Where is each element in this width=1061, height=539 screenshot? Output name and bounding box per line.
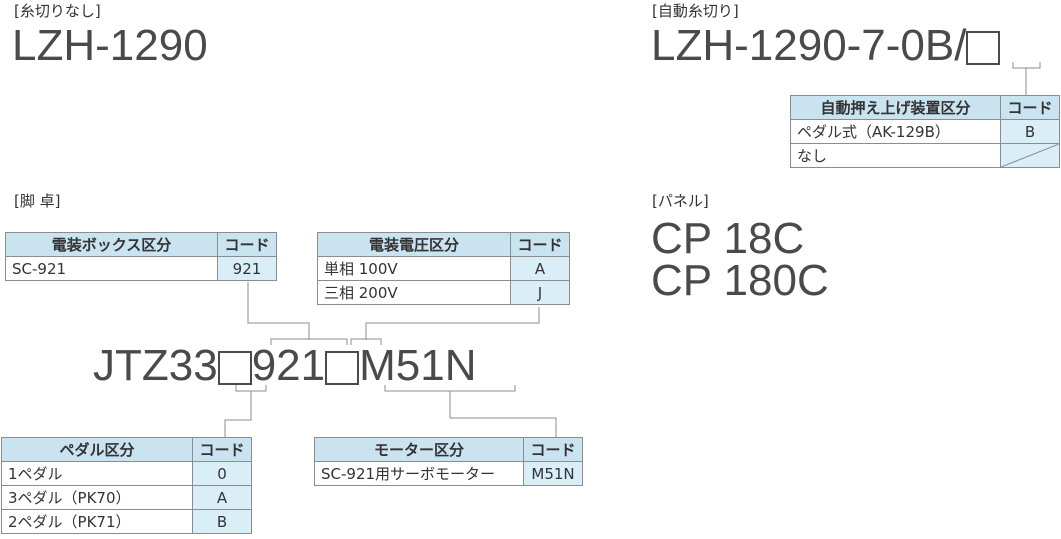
connector-electrical-box	[247, 282, 310, 340]
table-row: SC-921 921	[5, 256, 277, 281]
section-label-no-trim: [糸切りなし]	[14, 2, 101, 20]
motor-header-name: モーター区分	[314, 437, 524, 462]
auto-lift-row-name: なし	[790, 143, 1001, 168]
auto-lift-row-code: B	[1000, 119, 1060, 144]
section-label-auto-trim: [自動糸切り]	[652, 2, 739, 20]
bracket-voltage	[350, 338, 382, 345]
bracket-auto-lift	[1012, 62, 1041, 69]
motor-row-name: SC-921用サーボモーター	[314, 461, 524, 486]
auto-lift-row-name: ペダル式（AK-129B）	[790, 119, 1001, 144]
voltage-header-code: コード	[510, 232, 570, 257]
auto-lift-header-name: 自動押え上げ装置区分	[790, 95, 1001, 120]
diagonal-slash-icon	[1001, 144, 1059, 167]
table-row: 2ペダル（PK71） B	[1, 509, 252, 534]
electrical-box-table: 電装ボックス区分 コード SC-921 921	[5, 232, 277, 281]
voltage-row-name: 三相 200V	[317, 280, 511, 305]
panel-model-2: CP 180C	[651, 256, 829, 305]
voltage-row-code: A	[510, 256, 570, 281]
table-row: SC-921用サーボモーター M51N	[314, 461, 583, 486]
panel-model-1: CP 18C	[651, 214, 805, 263]
table-row: 1ペダル 0	[1, 461, 252, 486]
pedal-row-code: A	[192, 485, 252, 510]
connector-voltage	[365, 307, 540, 340]
placeholder-box-pedal	[217, 351, 252, 386]
voltage-table: 電装電圧区分 コード 単相 100V A 三相 200V J	[317, 232, 570, 305]
voltage-header-name: 電装電圧区分	[317, 232, 511, 257]
electrical-box-header-name: 電装ボックス区分	[5, 232, 218, 257]
pedal-row-name: 1ペダル	[1, 461, 193, 486]
connector-pedal	[224, 391, 252, 437]
pedal-header-name: ペダル区分	[1, 437, 193, 462]
voltage-row-name: 単相 100V	[317, 256, 511, 281]
bracket-921	[270, 338, 348, 345]
electrical-box-header-code: コード	[217, 232, 277, 257]
model-auto-trim: LZH-1290-7-0B/	[651, 21, 1001, 70]
section-label-table: [脚 卓]	[14, 192, 61, 210]
table-row: なし	[790, 143, 1060, 168]
table-row: 3ペダル（PK70） A	[1, 485, 252, 510]
section-label-panel: [パネル]	[652, 192, 709, 210]
motor-header-code: コード	[523, 437, 583, 462]
auto-lift-table: 自動押え上げ装置区分 コード ペダル式（AK-129B） B なし	[790, 95, 1060, 168]
model-auto-trim-text: LZH-1290-7-0B/	[651, 21, 967, 70]
pedal-row-name: 3ペダル（PK70）	[1, 485, 193, 510]
voltage-row-code: J	[510, 280, 570, 305]
auto-lift-row-code-none	[1000, 143, 1060, 168]
model-part-m51n: M51N	[359, 341, 477, 390]
motor-table: モーター区分 コード SC-921用サーボモーター M51N	[314, 437, 583, 486]
pedal-header-code: コード	[192, 437, 252, 462]
placeholder-box	[966, 31, 1001, 66]
connector-motor	[449, 391, 557, 437]
auto-lift-header-code: コード	[1000, 95, 1060, 120]
pedal-row-name: 2ペダル（PK71）	[1, 509, 193, 534]
electrical-box-row-code: 921	[217, 256, 277, 281]
model-no-trim: LZH-1290	[12, 21, 208, 70]
placeholder-box-voltage	[325, 351, 360, 386]
motor-row-code: M51N	[523, 461, 583, 486]
model-part-921: 921	[251, 341, 326, 390]
table-row: ペダル式（AK-129B） B	[790, 119, 1060, 144]
table-row: 三相 200V J	[317, 280, 570, 305]
pedal-row-code: 0	[192, 461, 252, 486]
electrical-box-row-name: SC-921	[5, 256, 218, 281]
pedal-table: ペダル区分 コード 1ペダル 0 3ペダル（PK70） A 2ペダル（PK71）…	[1, 437, 252, 534]
pedal-row-code: B	[192, 509, 252, 534]
table-row: 単相 100V A	[317, 256, 570, 281]
model-part-jtz33: JTZ33	[93, 341, 218, 390]
model-table-code: JTZ33 921 M51N	[93, 344, 477, 388]
